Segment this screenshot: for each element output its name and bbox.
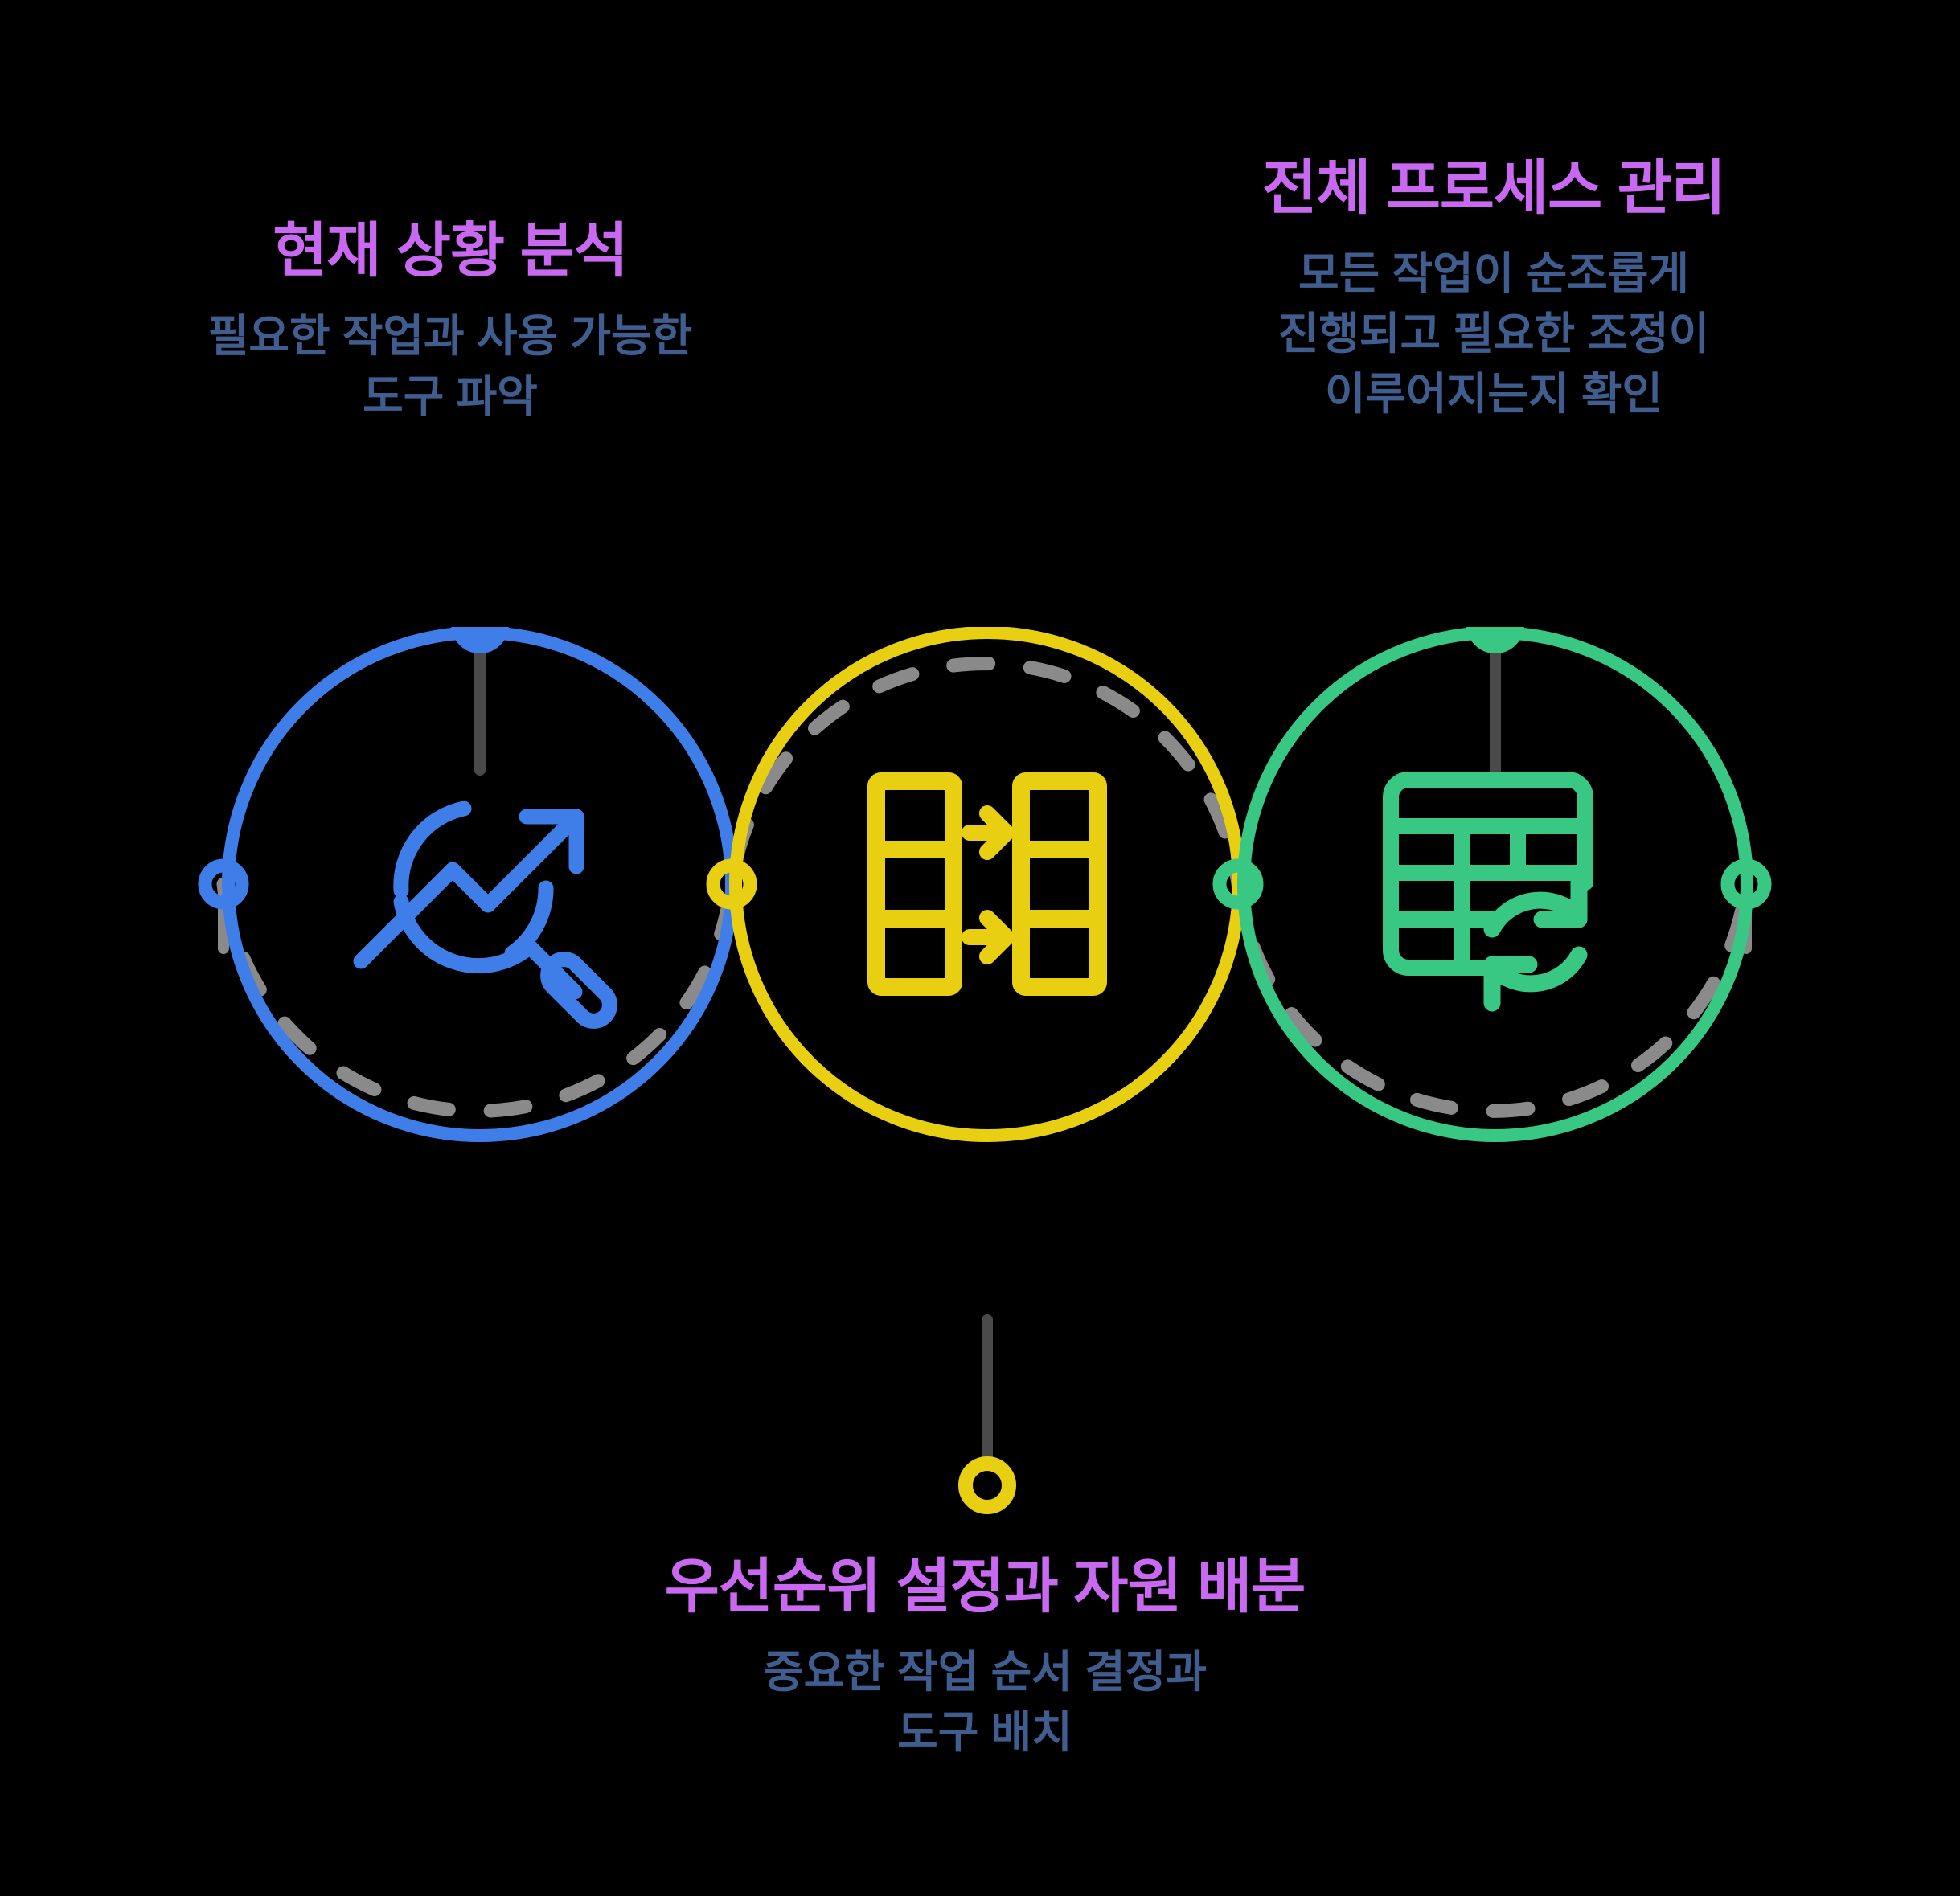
priority-subtitle-line-2: 도구 배치 — [897, 1707, 1072, 1758]
ring-marker-far-right[interactable] — [1720, 858, 1772, 910]
manage-subtitle-line-2: 진행되고 필요한 조정이 — [1277, 309, 1710, 359]
priority-title: 우선순위 설정과 자원 배분 — [664, 1553, 1306, 1620]
analyze-title: 현재 상황 분석 — [273, 217, 629, 284]
ring-end-manage[interactable] — [1466, 627, 1524, 653]
task-board-transfer-icon — [867, 772, 1107, 996]
manage-subtitle-line-1: 모든 작업이 순조롭게 — [1298, 248, 1689, 299]
analyze-subtitle-line-2: 도구 파악 — [363, 371, 538, 422]
text-block-priority: 우선순위 설정과 자원 배분 중요한 작업 순서 결정과 도구 배치 — [410, 1551, 1560, 1763]
ring-marker-blue-yellow[interactable] — [706, 858, 757, 910]
manage-subtitle-line-3: 이루어지는지 확인 — [1324, 368, 1663, 419]
manage-subtitle: 모든 작업이 순조롭게 진행되고 필요한 조정이 이루어지는지 확인 — [1076, 244, 1912, 424]
trend-magnifier-icon — [353, 801, 617, 1029]
text-block-analyze: 현재 상황 분석 필요한 작업과 사용 가능한 도구 파악 — [48, 215, 852, 427]
analyze-subtitle-line-1: 필요한 작업과 사용 가능한 — [207, 311, 693, 362]
ring-marker-far-left[interactable] — [198, 858, 249, 910]
node-circle-manage[interactable] — [1237, 627, 1753, 1142]
priority-subtitle-line-1: 중요한 작업 순서 결정과 — [763, 1647, 1207, 1697]
dashed-flow-path — [216, 657, 1753, 1118]
manage-title: 전체 프로세스 관리 — [1262, 154, 1726, 221]
analyze-subtitle: 필요한 작업과 사용 가능한 도구 파악 — [48, 306, 852, 427]
ring-end-analyze[interactable] — [451, 627, 509, 653]
ring-end-priority[interactable] — [958, 1456, 1016, 1514]
priority-subtitle: 중요한 작업 순서 결정과 도구 배치 — [410, 1642, 1560, 1763]
diagram-graphic — [198, 627, 1772, 1514]
node-circle-priority[interactable] — [729, 627, 1245, 1142]
text-block-manage: 전체 프로세스 관리 모든 작업이 순조롭게 진행되고 필요한 조정이 이루어지… — [1076, 153, 1912, 424]
ring-marker-yellow-green[interactable] — [1212, 858, 1264, 910]
table-sync-icon — [1383, 772, 1593, 1012]
